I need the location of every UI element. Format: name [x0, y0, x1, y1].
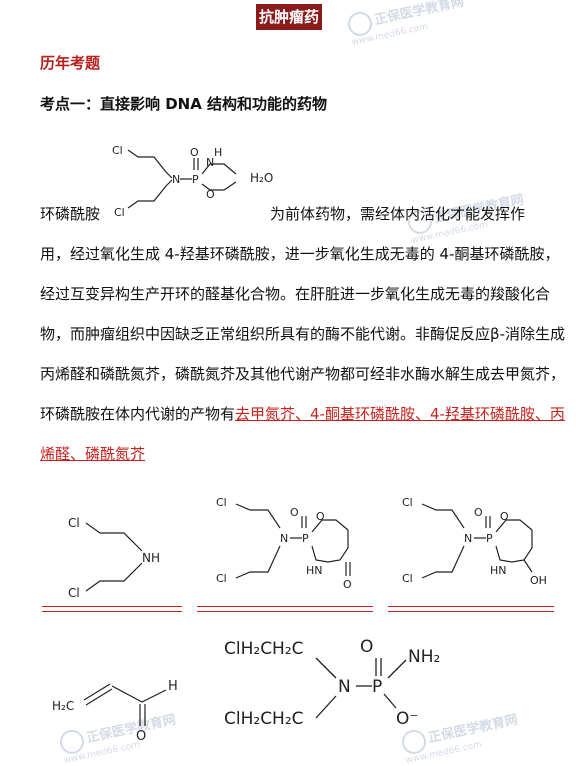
atom-h2c: H₂C [52, 699, 74, 713]
atom-h: H [214, 146, 222, 159]
atom-nh: NH [142, 551, 160, 565]
atom-o-ring: O [206, 188, 215, 201]
atom-cl-bottom: Cl [216, 572, 227, 585]
water-label: H₂O [250, 171, 273, 185]
atom-n: N [464, 532, 472, 545]
atom-n: N [280, 532, 288, 545]
paragraph-line: 物，而肿瘤组织中因缺乏正常组织所具有的酶不能代谢。非酶促反应β-消除生成 [40, 325, 565, 343]
atom-cl-top: Cl [68, 516, 80, 530]
line-text: 为前体药物，需经体内活化才能发挥作 [270, 205, 526, 223]
atom-o-keto: O [343, 578, 352, 591]
page-title: 抗肿瘤药 [256, 4, 322, 30]
atom-p: P [192, 173, 199, 186]
atom-cl-bottom: Cl [68, 586, 80, 600]
atom-cl-top: Cl [216, 496, 227, 509]
cyclophosphamide-structure: Cl Cl N P O N H O H₂O [110, 130, 290, 220]
atom-o-double: O [360, 637, 373, 657]
answer-highlight: 去甲氮芥、4-酮基环磷酰胺、4-羟基环磷酰胺、丙 [235, 405, 565, 423]
paragraph-line: 环磷酰胺在体内代谢的产物有去甲氮芥、4-酮基环磷酰胺、4-羟基环磷酰胺、丙 [40, 394, 568, 434]
acrolein-structure: H₂C H O [48, 660, 188, 744]
atom-o-ring: O [316, 510, 325, 523]
atom-p: P [372, 677, 382, 697]
atom-cl-bottom: Cl [114, 206, 125, 219]
atom-h: H [168, 679, 178, 694]
atom-o-double: O [190, 146, 199, 159]
hydroxy-cyclophosphamide-structure: Cl Cl N P O O HN OH [392, 490, 562, 600]
section-title: 历年考题 [40, 54, 101, 72]
paragraph-line: 用，经过氧化生成 4-羟基环磷酰胺，进一步氧化生成无毒的 4-酮基环磷酰胺， [40, 245, 560, 263]
atom-p: P [486, 532, 493, 545]
atom-hn: HN [306, 564, 323, 577]
atom-n-ring: N [206, 156, 214, 169]
phosphoramide-mustard-structure: ClH₂CH₂C ClH₂CH₂C N P O NH₂ O⁻ [222, 630, 452, 730]
atom-hn: HN [490, 564, 507, 577]
atom-cl-bottom: Cl [402, 572, 413, 585]
answer-underline [388, 606, 554, 612]
kaodian-heading: 考点一：直接影响 DNA 结构和功能的药物 [40, 95, 328, 113]
atom-cl-top: Cl [402, 496, 413, 509]
atom-o-double: O [474, 506, 483, 519]
answer-highlight: 烯醛、磷酰氮芥 [40, 445, 146, 463]
chain-top: ClH₂CH₂C [224, 639, 304, 659]
paragraph-line: 环磷酰胺 为前体药物，需经体内活化才能发挥作 [40, 194, 568, 234]
paragraph-line: 经过互变异构生产开环的醛基化合物。在肝脏进一步氧化生成无毒的羧酸化合 [40, 285, 551, 303]
answer-underline [42, 606, 182, 612]
atom-nh2: NH₂ [408, 647, 440, 667]
atom-n: N [338, 677, 351, 697]
paragraph-line: 烯醛、磷酰氮芥 [40, 434, 568, 474]
atom-o-double: O [290, 506, 299, 519]
atom-n: N [172, 173, 180, 186]
chain-bottom: ClH₂CH₂C [224, 709, 304, 729]
line-text: 环磷酰胺在体内代谢的产物有 [40, 405, 236, 423]
answer-underline [197, 606, 373, 612]
description-paragraph: 环磷酰胺 为前体药物，需经体内活化才能发挥作 用，经过氧化生成 4-羟基环磷酰胺，… [40, 194, 568, 474]
nor-nitrogen-mustard-structure: Cl Cl NH [60, 505, 180, 605]
atom-o: O [136, 729, 146, 742]
atom-oh: OH [530, 574, 547, 587]
atom-o-ring: O [500, 510, 509, 523]
drug-name-lead: 环磷酰胺 [40, 205, 101, 223]
keto-cyclophosphamide-structure: Cl Cl N P O O HN O [206, 490, 376, 600]
atom-cl-top: Cl [112, 144, 123, 157]
paragraph-line: 丙烯醛和磷酰氮芥，磷酰氮芥及其他代谢产物都可经非水酶水解生成去甲氮芥， [40, 365, 566, 383]
atom-o-minus: O⁻ [396, 709, 418, 729]
atom-p: P [302, 532, 309, 545]
watermark: 正保医学教育网 www.med66.com [345, 0, 469, 48]
